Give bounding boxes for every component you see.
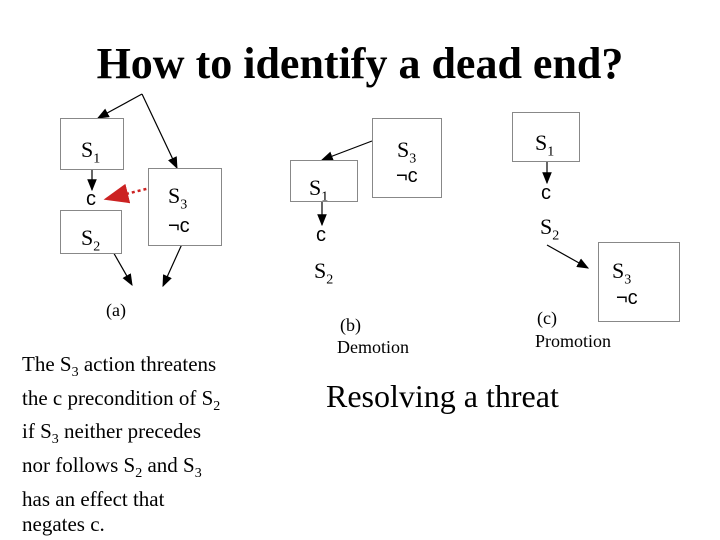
panel-a-notc-label: ¬c [168, 215, 190, 237]
panel-a-caption: (a) [106, 300, 126, 320]
link-line [546, 244, 590, 269]
panel-a-c-label: c [86, 188, 96, 210]
resolving-threat-heading: Resolving a threat [326, 378, 559, 414]
panel-a-s2-label: S2 [81, 225, 101, 255]
link-line [162, 243, 183, 288]
panel-c-c-label: c [541, 182, 551, 204]
threat-explanation: The S3 action threatens the c preconditi… [22, 352, 221, 537]
panel-c-notc-label: ¬c [616, 287, 638, 309]
panel-c-s3-label: S3 [612, 258, 632, 288]
panel-c-s1-box [512, 112, 580, 162]
panel-b-s3-box [372, 118, 442, 198]
panel-a-s3-box [148, 168, 222, 246]
link-line [96, 93, 143, 119]
link-line [141, 93, 178, 170]
panel-b-c-label: c [316, 224, 326, 246]
panel-b-caption-letter: (b) [340, 315, 361, 335]
panel-a-s2-box [60, 210, 122, 254]
panel-b-s2-label: S2 [314, 258, 334, 288]
panel-b-caption-name: Demotion [337, 337, 409, 357]
panel-c-s3-box [598, 242, 680, 322]
panel-b-s1-label: S1 [309, 175, 329, 205]
panel-b-s3-label: S3 [397, 137, 417, 167]
panel-c-s2-label: S2 [540, 214, 560, 244]
panel-c-s1-label: S1 [535, 130, 555, 160]
panel-c-caption-name: Promotion [535, 331, 612, 351]
panel-a-s1-label: S1 [81, 137, 101, 167]
panel-a-s1-box [60, 118, 124, 170]
panel-b-s1-box [290, 160, 358, 202]
panel-a-s3-label: S3 [168, 183, 188, 213]
link-line [320, 140, 373, 161]
panel-b-notc-label: ¬c [396, 165, 418, 187]
page-title: How to identify a dead end? [96, 39, 624, 88]
link-line [111, 249, 133, 287]
panel-c-caption-letter: (c) [537, 308, 557, 328]
